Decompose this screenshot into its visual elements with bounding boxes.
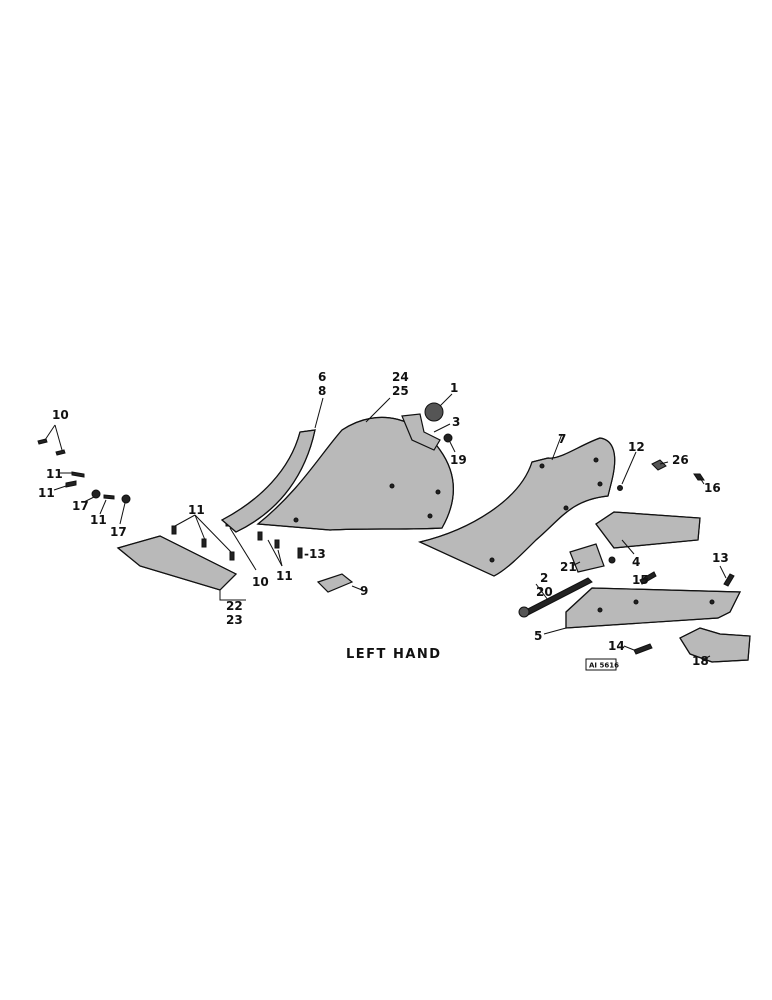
callout-3: 3 (452, 415, 460, 429)
callout-20: 20 (536, 585, 553, 599)
callout-26: 26 (672, 453, 689, 467)
heel-18 (679, 627, 751, 663)
bolt-14 (623, 643, 653, 655)
callout-25: 25 (392, 384, 409, 398)
callout-10b: 10 (252, 575, 269, 589)
callout-18: 18 (692, 654, 709, 668)
bolt-11a (71, 471, 85, 478)
callout-15: 15 (632, 573, 649, 587)
callout-12: 12 (628, 440, 645, 454)
parts-1-3-19 (401, 393, 456, 453)
callout-13b: 13 (712, 551, 729, 565)
callout-21: 21 (560, 560, 577, 574)
bracket-3 (401, 413, 441, 451)
callout-10a: 10 (52, 408, 69, 422)
nut-26 (651, 459, 667, 471)
diagram-caption: LEFT HAND (346, 647, 442, 662)
callout-14: 14 (608, 639, 625, 653)
nut-19 (443, 433, 453, 443)
block-9 (316, 573, 363, 593)
callout-labels: 10 11 11 17 11 17 11 10 11 -13 22 23 9 6… (38, 370, 729, 668)
callout-9: 9 (360, 584, 368, 598)
frog-7 (418, 433, 616, 577)
callout-11d: 11 (188, 503, 205, 517)
callout-8: 8 (318, 384, 326, 398)
callout-5: 5 (534, 629, 542, 643)
bolt-16 (693, 473, 705, 481)
callout-1: 1 (450, 381, 458, 395)
callout-7: 7 (558, 432, 566, 446)
callout-4: 4 (632, 555, 640, 569)
callout-13a: -13 (304, 547, 326, 561)
parts-12-26-16 (617, 451, 705, 491)
bolt-15 (639, 571, 657, 585)
callout-11b: 11 (38, 486, 55, 500)
callout-16: 16 (704, 481, 721, 495)
bolt-11b (65, 480, 77, 488)
callout-2: 2 (540, 571, 548, 585)
figure-tag-text: AI 5616 (589, 662, 619, 670)
bolt-2-20 (518, 577, 593, 618)
nut-17a (91, 489, 101, 499)
moldboard-24-25 (256, 397, 454, 531)
nut-17b (121, 494, 131, 504)
brace-4 (595, 511, 701, 555)
callout-22: 22 (226, 599, 243, 613)
callout-17a: 17 (72, 499, 89, 513)
shin-6-8 (220, 397, 324, 533)
bolt-13-right (719, 565, 735, 587)
bolt-10a (37, 438, 48, 445)
clamp-21 (569, 543, 616, 573)
callout-11a: 11 (46, 467, 63, 481)
callout-19: 19 (450, 453, 467, 467)
callout-6: 6 (318, 370, 326, 384)
share-22-23 (116, 535, 246, 601)
figure-tag: AI 5616 (585, 658, 619, 671)
callout-23: 23 (226, 613, 243, 627)
callout-24: 24 (392, 370, 409, 384)
bolt-11c (103, 494, 115, 500)
landside-5 (543, 587, 741, 635)
callout-11c: 11 (90, 513, 107, 527)
callout-17b: 17 (110, 525, 127, 539)
bolt-10b (55, 449, 66, 456)
cap-1 (424, 402, 444, 422)
callout-11e: 11 (276, 569, 293, 583)
hardware-bolts-left (37, 424, 131, 525)
